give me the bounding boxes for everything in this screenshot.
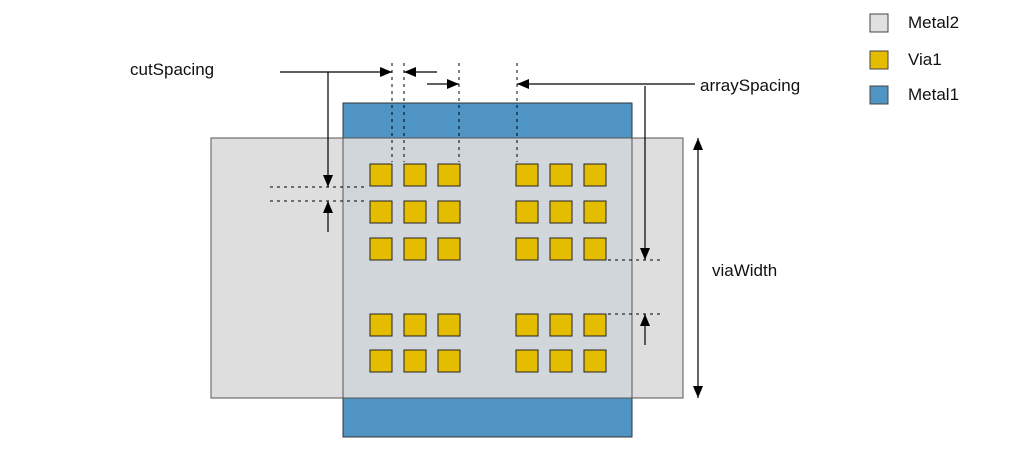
via-cut xyxy=(369,349,393,373)
via-cut xyxy=(583,349,607,373)
via-cut xyxy=(515,163,539,187)
via-cut xyxy=(583,237,607,261)
legend-swatch-via1 xyxy=(869,50,889,70)
via-width-label: viaWidth xyxy=(712,261,778,280)
via-cut xyxy=(583,200,607,224)
via-cut xyxy=(515,237,539,261)
legend-swatch-metal2 xyxy=(869,13,889,33)
legend-label-metal1: Metal1 xyxy=(908,85,960,104)
via-cut xyxy=(437,237,461,261)
via-cut xyxy=(549,313,573,337)
via-cut xyxy=(403,237,427,261)
via-cut xyxy=(369,163,393,187)
cut-spacing-label: cutSpacing xyxy=(130,60,215,79)
via-cut xyxy=(549,163,573,187)
via-cut xyxy=(437,313,461,337)
via-array xyxy=(369,163,607,373)
via-cut xyxy=(515,349,539,373)
via-cut xyxy=(403,200,427,224)
legend-swatch-metal1 xyxy=(869,85,889,105)
via-cut xyxy=(583,163,607,187)
via-cut xyxy=(583,313,607,337)
via-cut xyxy=(403,349,427,373)
via-cut xyxy=(549,349,573,373)
via-cut xyxy=(403,313,427,337)
array-spacing-label: arraySpacing xyxy=(700,76,801,95)
via-cut xyxy=(403,163,427,187)
via-cut xyxy=(515,200,539,224)
legend-label-via1: Via1 xyxy=(908,50,942,69)
via-cut xyxy=(549,237,573,261)
via-cut xyxy=(369,200,393,224)
via-cut xyxy=(437,349,461,373)
via-cut xyxy=(549,200,573,224)
via-cut xyxy=(369,313,393,337)
via-cut xyxy=(515,313,539,337)
legend-label-metal2: Metal2 xyxy=(908,13,960,32)
via-cut xyxy=(437,163,461,187)
via-cut xyxy=(369,237,393,261)
via-cut xyxy=(437,200,461,224)
